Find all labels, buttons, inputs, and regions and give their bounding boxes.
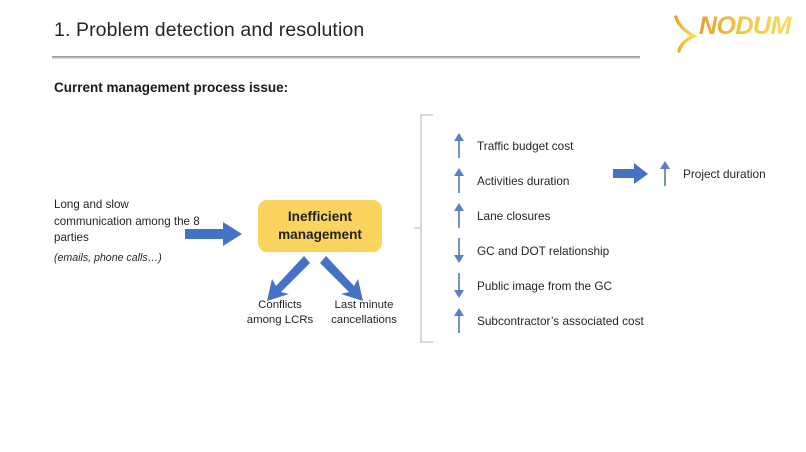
right-arrow-icon-to-center <box>185 221 243 247</box>
outcome-label-conflicts: Conflicts among LCRs <box>235 298 325 327</box>
arrow-down-icon <box>452 272 466 299</box>
effect-label: Public image from the GC <box>477 278 613 293</box>
arrow-up-icon <box>658 161 672 187</box>
arrow-down-icon <box>452 237 466 264</box>
effect-row: Traffic budget cost <box>452 128 682 163</box>
outcome-cancellations-line1: Last minute <box>334 299 394 311</box>
down-right-arrow-icon <box>320 256 366 302</box>
outcome-label-cancellations: Last minute cancellations <box>319 298 409 327</box>
effect-row: Public image from the GC <box>452 268 682 303</box>
list-bracket <box>413 114 435 343</box>
source-problem-main: Long and slow communication among the 8 … <box>54 198 200 244</box>
source-problem-note: (emails, phone calls…) <box>54 251 162 264</box>
effect-row: GC and DOT relationship <box>452 233 682 268</box>
arrow-up-icon <box>452 167 466 194</box>
effect-label: Subcontractor’s associated cost <box>477 313 644 328</box>
outcome-cancellations-line2: cancellations <box>331 313 397 326</box>
effect-row: Lane closures <box>452 198 682 233</box>
effect-label: Traffic budget cost <box>477 138 574 153</box>
title-divider <box>52 56 640 59</box>
page-title: 1. Problem detection and resolution <box>54 19 365 41</box>
central-concept-box: Inefficient management <box>258 200 382 252</box>
section-subtitle: Current management process issue: <box>54 80 289 95</box>
effect-label: Lane closures <box>477 208 551 223</box>
result-label: Project duration <box>683 167 766 181</box>
nodum-logo: NODUM <box>672 9 798 53</box>
arrow-up-icon <box>452 202 466 229</box>
arrow-up-icon <box>452 132 466 159</box>
effect-row: Activities duration <box>452 163 682 198</box>
down-left-arrow-icon <box>264 256 310 302</box>
effect-label: GC and DOT relationship <box>477 243 610 258</box>
effect-label: Activities duration <box>477 173 570 188</box>
arrow-up-icon <box>452 307 466 334</box>
right-arrow-icon-to-result <box>613 163 649 185</box>
outcome-conflicts-line2: among LCRs <box>246 313 314 326</box>
central-concept-line2: management <box>278 227 362 242</box>
effects-list: Traffic budget cost Activities duration … <box>452 128 682 338</box>
source-problem-text: Long and slow communication among the 8 … <box>54 197 204 266</box>
effect-row: Subcontractor’s associated cost <box>452 303 682 338</box>
svg-text:NODUM: NODUM <box>699 12 793 40</box>
result-item-project-duration: Project duration <box>658 161 766 187</box>
outcome-conflicts-line1: Conflicts <box>258 299 302 311</box>
central-concept-line1: Inefficient <box>287 209 353 224</box>
